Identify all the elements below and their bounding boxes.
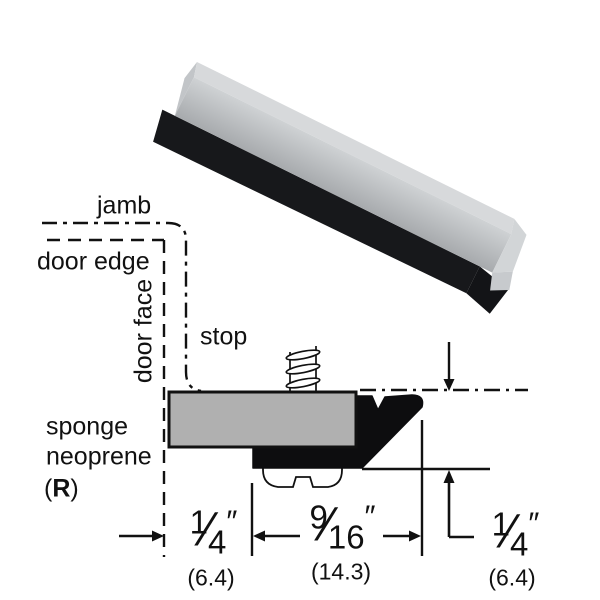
left-dim-value: 1⁄4″ [189,503,238,562]
neoprene-wedge [252,394,424,469]
right-dim-unit: ″ [528,505,539,541]
material-label-line2: neoprene [46,442,152,471]
product-top-face [193,62,515,235]
left-dim-denominator: 4 [208,523,227,561]
height-dim-down-arrowhead [443,379,455,391]
right-dim-value: 1⁄4″ [491,505,540,564]
material-symbol-open: ( [44,474,53,503]
product-end-hook [490,271,513,291]
middle-dim-left-arrowhead [253,530,265,542]
material-symbol-letter: R [52,474,71,503]
screw-thread [285,349,321,361]
middle-dim-unit: ″ [364,498,376,534]
material-symbol: (R) [44,475,79,503]
compressed-bulb-outline [262,463,343,488]
right-dim-metric: (6.4) [488,564,536,591]
left-dim-metric: (6.4) [187,564,235,591]
retainer-bar [167,390,358,449]
product-black-strip [153,109,480,294]
middle-dim-value: 9⁄16″ [309,498,376,557]
middle-dim-right-arrowhead [409,530,421,542]
middle-dim-denominator: 16 [327,518,365,556]
material-symbol-close: ) [70,474,79,503]
jamb-stop-centerline [42,221,202,393]
left-dim-numerator: 1 [189,503,208,541]
screw-thread [285,377,321,389]
left-dim-slash: ⁄ [204,503,213,557]
middle-dim-numerator: 9 [309,498,328,536]
right-dim-numerator: 1 [491,505,510,543]
height-dim-up-arrowhead [443,470,455,483]
product-end-face [492,218,527,273]
product-left-bevel [174,62,197,116]
door-edge-label: door edge [37,247,150,276]
screw-icon [285,346,321,391]
material-label-line1: sponge [46,412,129,441]
jamb-label: jamb [97,191,152,220]
product-photo [153,62,527,314]
product-end-black [466,266,509,314]
left-dim-arrowhead [152,530,164,542]
screw-thread [285,363,321,375]
right-dim-denominator: 4 [510,525,529,563]
door-face-label: door face [129,278,158,384]
middle-dim-slash: ⁄ [323,498,332,552]
right-dim-slash: ⁄ [506,505,515,559]
left-dim-unit: ″ [226,503,237,539]
middle-dim-metric: (14.3) [310,558,372,585]
stop-label: stop [200,322,248,351]
product-front-face [174,77,512,273]
